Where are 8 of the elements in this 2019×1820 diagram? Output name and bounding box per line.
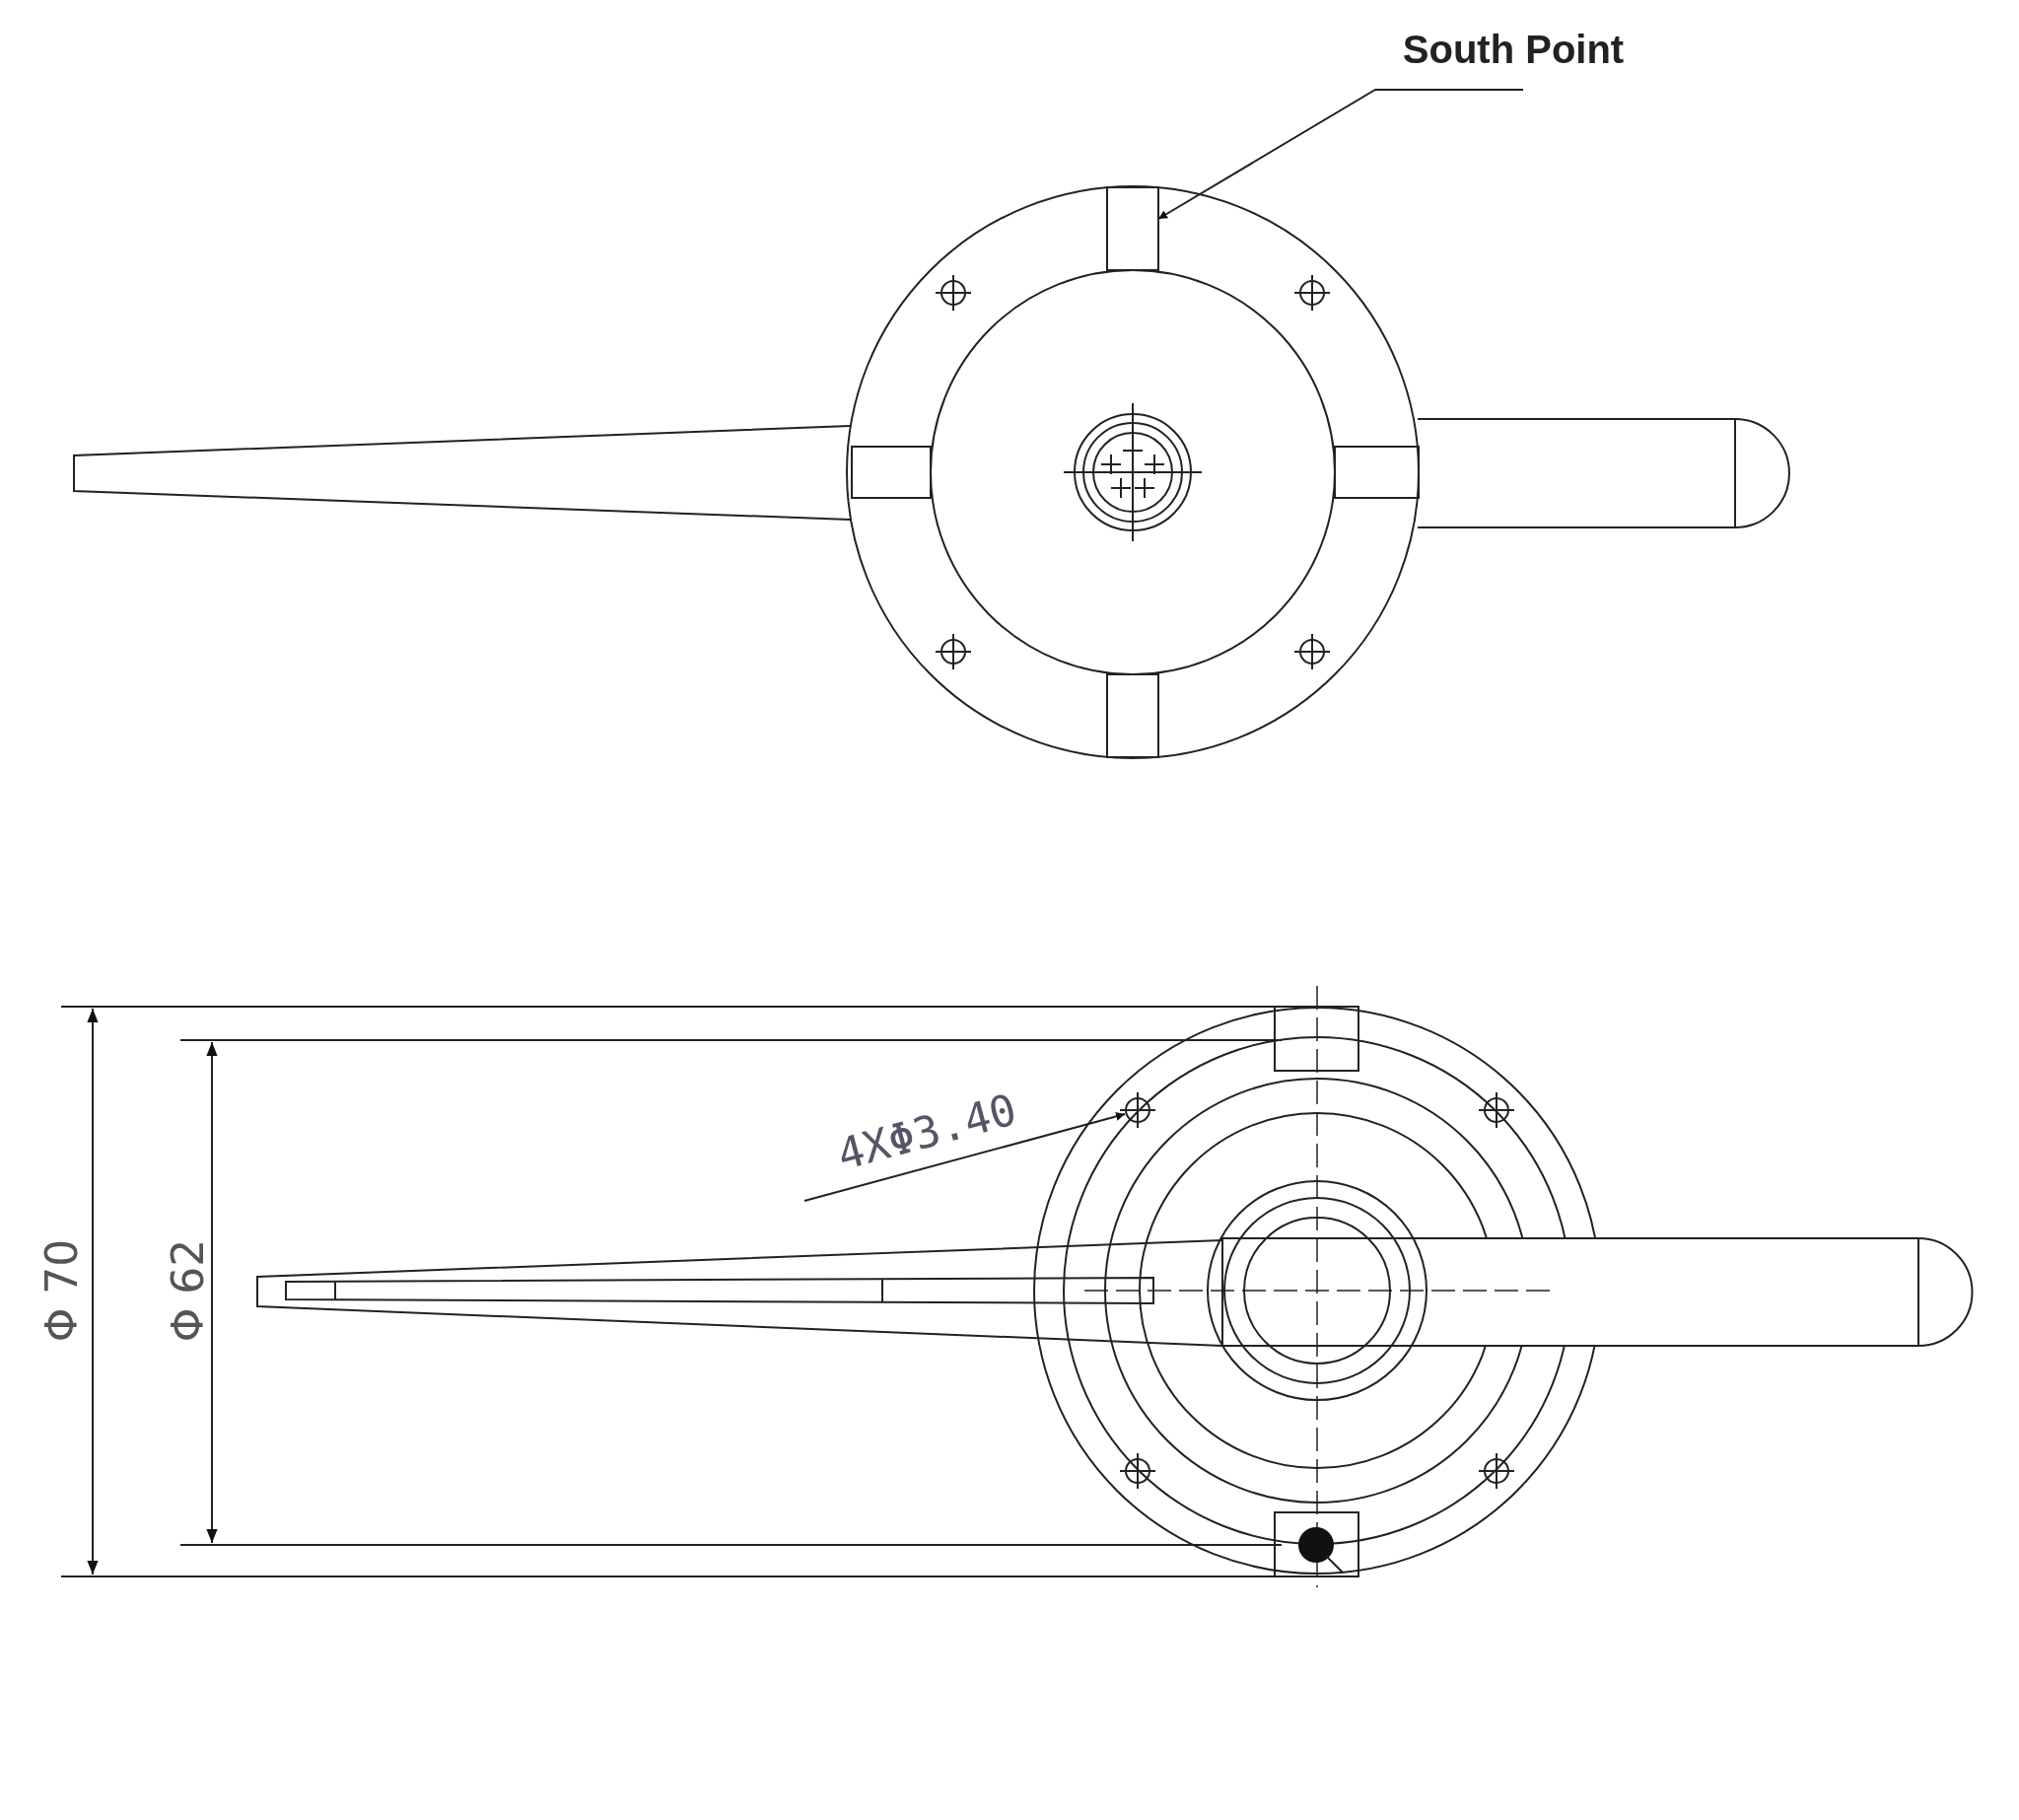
leader-line (803, 1112, 1126, 1202)
mounting-hole (1119, 1091, 1156, 1129)
slot (1106, 186, 1159, 271)
dimension-text: 4XΦ3.40 (831, 1084, 1022, 1180)
callout-text: South Point (1402, 27, 1625, 72)
leader-line (1157, 89, 1524, 220)
dimension-value: Φ 62 (162, 1238, 213, 1343)
dimension-value: Φ 70 (35, 1238, 87, 1343)
